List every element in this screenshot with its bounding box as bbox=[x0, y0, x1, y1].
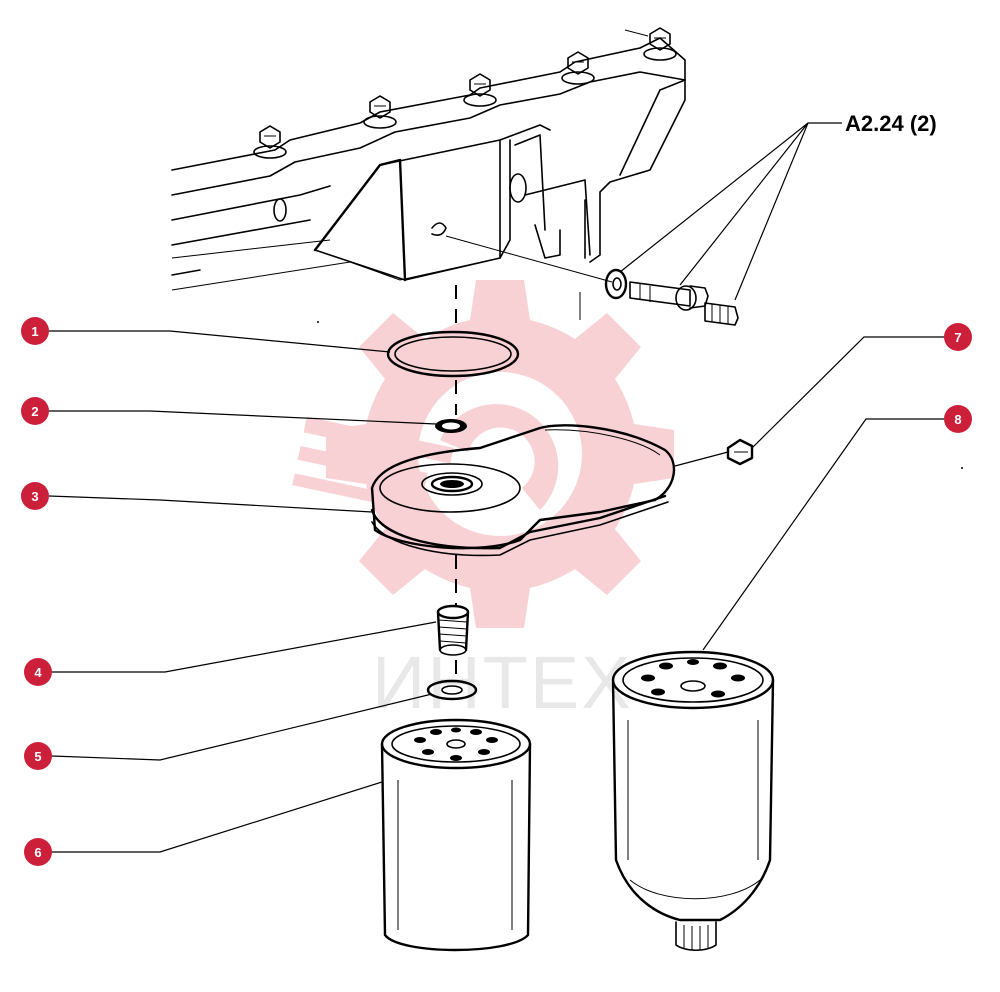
callout-number: 4 bbox=[34, 665, 42, 680]
watermark: ИНТЕХ bbox=[292, 280, 674, 724]
leader-2 bbox=[49, 410, 437, 425]
watermark-text: ИНТЕХ bbox=[372, 641, 633, 724]
part-6-filter-cartridge bbox=[380, 718, 532, 952]
callout-3[interactable]: 3 bbox=[21, 482, 49, 510]
callout-5[interactable]: 5 bbox=[24, 742, 52, 770]
callout-number: 8 bbox=[954, 412, 961, 427]
callout-1[interactable]: 1 bbox=[21, 317, 49, 345]
part-3-filter-head bbox=[370, 424, 676, 557]
part-5-washer bbox=[426, 679, 478, 701]
leader-ref bbox=[619, 122, 842, 301]
leader-lines bbox=[48, 122, 944, 853]
callout-2[interactable]: 2 bbox=[21, 397, 49, 425]
leader-8 bbox=[702, 418, 944, 651]
filter-holes bbox=[414, 727, 498, 761]
callout-number: 3 bbox=[31, 489, 38, 504]
leader-6 bbox=[52, 781, 383, 853]
callout-number: 7 bbox=[954, 330, 961, 345]
fastener-set bbox=[604, 268, 739, 326]
part-8-filter-with-bowl bbox=[611, 650, 775, 952]
part-4-threaded-nipple bbox=[436, 604, 470, 656]
callout-7[interactable]: 7 bbox=[944, 323, 972, 351]
rail-bolts bbox=[253, 27, 677, 159]
reference-label: A2.24 (2) bbox=[845, 111, 937, 136]
callout-8[interactable]: 8 bbox=[944, 405, 972, 433]
watermark-gear-icon bbox=[292, 280, 674, 628]
part-2-seal-washer bbox=[435, 419, 467, 433]
filter-holes bbox=[641, 659, 745, 698]
callout-number: 5 bbox=[34, 749, 41, 764]
leader-1 bbox=[49, 330, 391, 353]
callout-number: 6 bbox=[34, 845, 41, 860]
engine-block bbox=[171, 27, 686, 320]
callouts: 1 2 3 4 5 6 7 8 bbox=[21, 317, 972, 866]
callout-6[interactable]: 6 bbox=[24, 838, 52, 866]
leader-7 bbox=[674, 336, 944, 467]
washer bbox=[604, 268, 628, 300]
leader-3 bbox=[48, 495, 373, 513]
part-1-o-ring bbox=[386, 330, 520, 378]
stud bbox=[704, 302, 739, 326]
callout-4[interactable]: 4 bbox=[24, 658, 52, 686]
leader-4 bbox=[52, 621, 437, 673]
callout-number: 2 bbox=[31, 404, 38, 419]
part-7-bleed-plug bbox=[726, 438, 754, 466]
callout-number: 1 bbox=[31, 324, 38, 339]
bolt bbox=[629, 281, 709, 311]
leader-5 bbox=[51, 693, 433, 761]
